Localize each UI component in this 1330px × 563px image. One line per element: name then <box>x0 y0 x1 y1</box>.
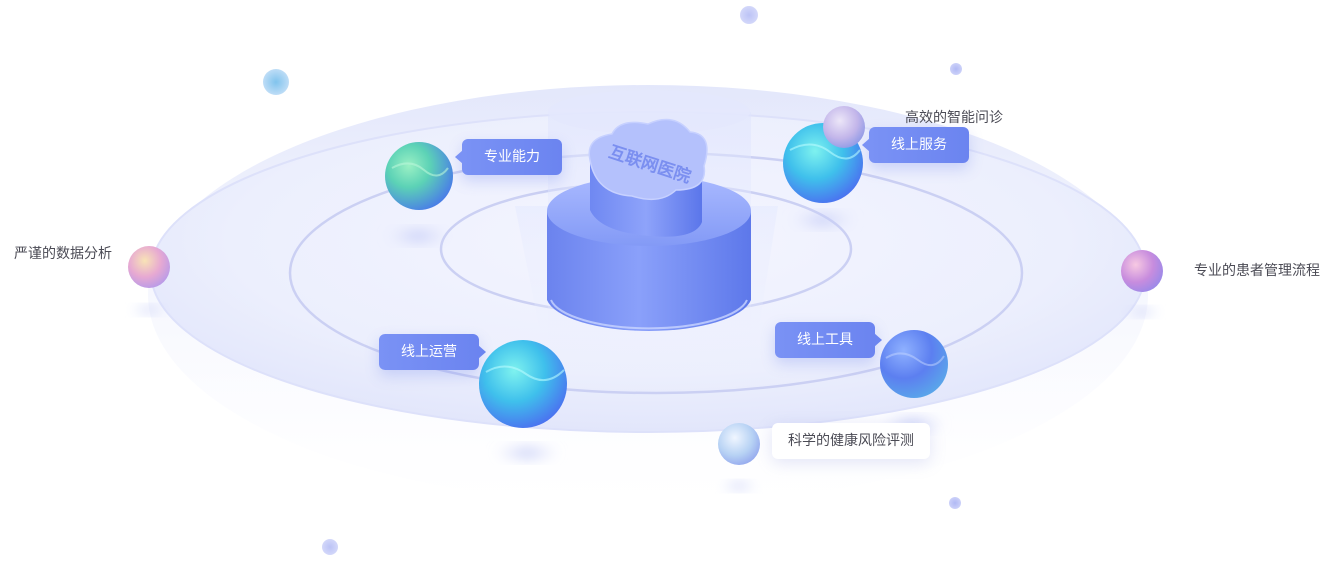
sphere-shadow <box>493 443 561 463</box>
label-smart-consult: 高效的智能问诊 <box>905 110 1003 126</box>
decor-dot <box>950 63 962 75</box>
tag-online-tools: 线上工具 <box>775 322 882 358</box>
sphere-risk-assessment <box>718 423 760 465</box>
sphere-online-operation <box>479 340 567 428</box>
sphere-texture <box>885 352 945 367</box>
sphere-online-tools <box>880 330 948 398</box>
decor-dot <box>949 497 961 509</box>
center-cylinder-highlight <box>550 299 748 330</box>
cloud-top <box>588 118 708 201</box>
sphere-shadow <box>719 480 759 492</box>
sphere-patient-management <box>1121 250 1163 292</box>
sphere-texture <box>485 365 565 381</box>
sphere-shadow <box>1122 306 1162 318</box>
sphere-shadow <box>129 304 169 316</box>
glass-cylinder-top <box>548 90 750 134</box>
decor-dot <box>322 539 338 555</box>
label-data-analysis: 严谨的数据分析 <box>14 246 112 262</box>
sphere-smart-consult <box>823 106 865 148</box>
tag-professional: 专业能力 <box>455 139 562 175</box>
tag-online-service: 线上服务 <box>862 127 969 163</box>
sphere-texture <box>789 143 861 160</box>
tag-online-operation: 线上运营 <box>379 334 486 370</box>
sphere-professional <box>385 142 453 210</box>
sphere-texture <box>391 162 449 177</box>
decor-dot <box>740 6 758 24</box>
sphere-shadow <box>789 210 857 230</box>
cloud-icon: 互联网医院 <box>588 118 708 237</box>
sphere-shadow <box>384 226 452 246</box>
sphere-data-analysis <box>128 246 170 288</box>
label-patient-management: 专业的患者管理流程 <box>1194 263 1320 279</box>
label-risk-assessment: 科学的健康风险评测 <box>772 423 930 459</box>
decor-dot <box>263 69 289 95</box>
